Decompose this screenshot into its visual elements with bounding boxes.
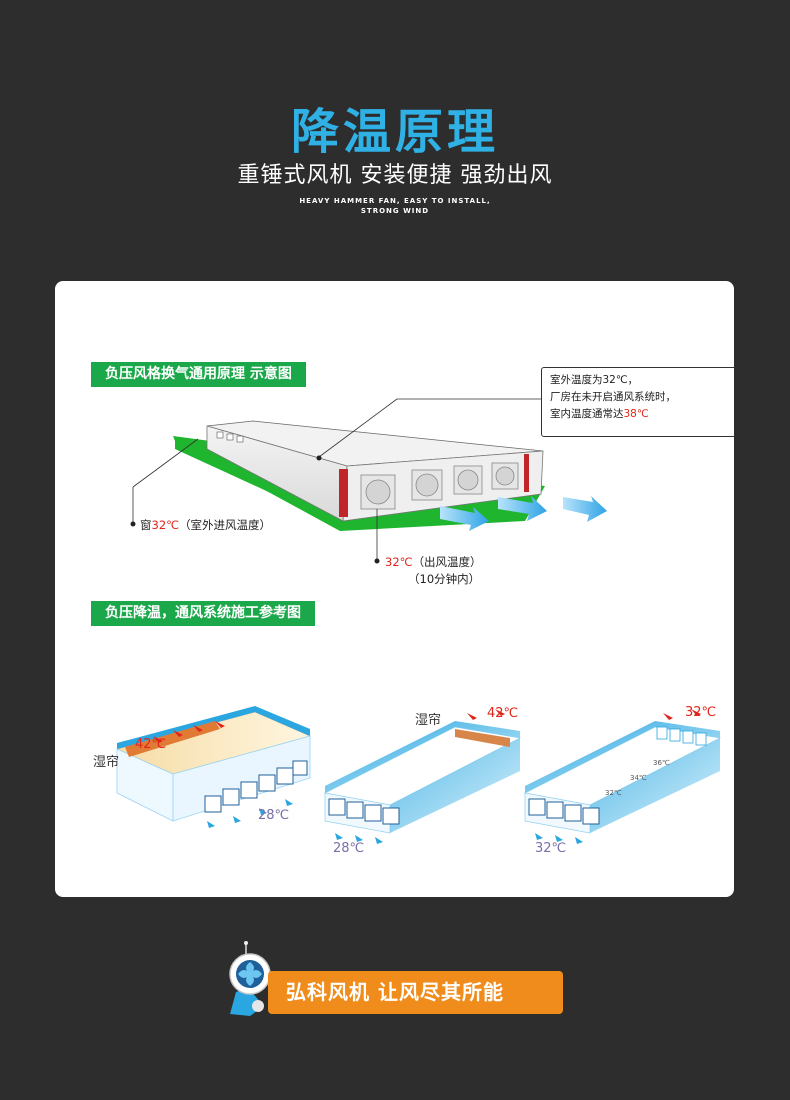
section1-tag: 负压风格换气通用原理 示意图 <box>91 362 306 387</box>
outlet-label-temp: 32℃ <box>385 555 413 569</box>
subtitle-en-line1: HEAVY HAMMER FAN, EASY TO INSTALL, <box>299 197 491 205</box>
page-title: 降温原理 <box>290 104 499 160</box>
callout-line2: 厂房在未开启通风系统时， <box>550 391 676 403</box>
footer-slogan-banner: 弘科风机 让风尽其所能 <box>228 940 564 1020</box>
d3-in-temp: 32℃ <box>685 705 717 720</box>
temperature-callout: 室外温度为32℃， 厂房在未开启通风系统时， 室内温度通常达38℃ <box>541 367 734 437</box>
principle-card: 负压风格换气通用原理 示意图 负压降温，通风系统施工参考图 室外温度为32℃， … <box>55 281 734 897</box>
d2-curtain-label: 湿帘 <box>415 713 442 728</box>
d3-inner-temp-1: 32℃ <box>605 789 622 797</box>
slogan-text: 弘科风机 让风尽其所能 <box>286 980 504 1004</box>
outlet-label-suffix: （出风温度） <box>412 555 482 569</box>
section2-tag: 负压降温，通风系统施工参考图 <box>91 601 315 626</box>
page-subtitle-en: HEAVY HAMMER FAN, EASY TO INSTALL, STRON… <box>0 196 790 216</box>
cooling-diagram-3 <box>523 709 722 844</box>
d1-curtain-label: 湿帘 <box>93 755 120 770</box>
d3-inner-temp-3: 36℃ <box>653 759 670 767</box>
window-inlet-label: 窗32℃（室外进风温度） <box>140 517 271 533</box>
building-illustration <box>130 398 607 564</box>
callout-line3: 室内温度通常达38℃ <box>550 406 734 423</box>
callout-line3-temp: 38℃ <box>623 408 649 420</box>
callout-line1: 室外温度为32℃， <box>550 374 639 386</box>
building-fans <box>360 462 519 510</box>
d2-in-temp: 42℃ <box>487 706 519 721</box>
d1-out-temp: 28℃ <box>258 808 290 823</box>
outlet-label: 32℃（出风温度） <box>385 554 482 570</box>
callout-line3-prefix: 室内温度通常达 <box>550 408 624 420</box>
d3-inner-temp-2: 34℃ <box>630 774 647 782</box>
cooling-diagram-2 <box>323 709 522 844</box>
slogan-bar <box>268 971 563 1014</box>
subtitle-en-line2: STRONG WIND <box>360 207 430 215</box>
cooling-diagram-1 <box>116 706 311 828</box>
page-subtitle: 重锤式风机 安装便捷 强劲出风 <box>237 163 553 188</box>
outflow-arrows <box>440 496 607 531</box>
window-label-prefix: 窗 <box>140 518 152 532</box>
d2-out-temp: 28℃ <box>333 841 365 856</box>
principle-diagrams <box>116 398 722 844</box>
d1-in-temp: 42℃ <box>135 737 167 752</box>
outlet-label-time: （10分钟内） <box>408 572 481 586</box>
window-label-temp: 32℃ <box>151 518 180 532</box>
d3-out-temp: 32℃ <box>535 841 567 856</box>
window-label-suffix: （室外进风温度） <box>179 518 272 532</box>
fan-mascot-icon <box>229 941 271 1016</box>
